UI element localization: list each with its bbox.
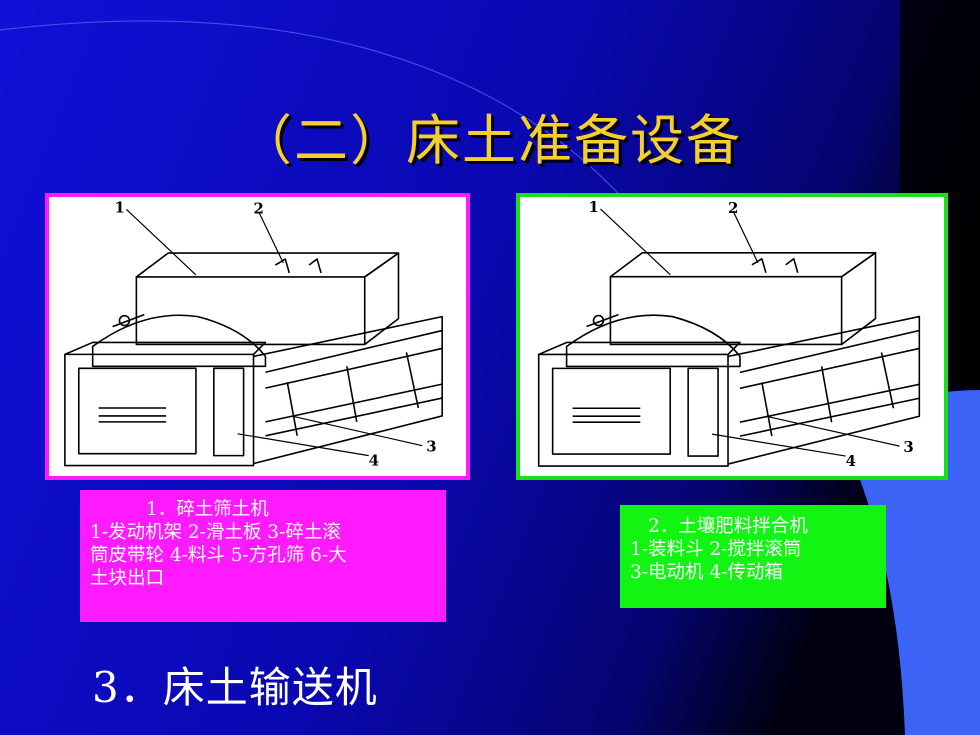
caption-line: 土块出口	[90, 568, 165, 589]
callout-1: 1	[115, 198, 125, 216]
callout-3: 3	[426, 438, 436, 456]
callout-2: 2	[728, 199, 738, 217]
slide-title: （二）床土准备设备	[238, 109, 742, 172]
caption-title: 1．碎土筛土机	[146, 499, 269, 520]
callout-4: 4	[846, 452, 856, 470]
callout-3: 3	[903, 438, 913, 456]
caption-line: 3-电动机 4-传动箱	[630, 562, 783, 583]
caption-line: 1-装料斗 2-搅拌滚筒	[630, 539, 802, 560]
mixer-machine-caption: 2．土壤肥料拌合机 1-装料斗 2-搅拌滚筒 3-电动机 4-传动箱	[620, 505, 886, 608]
sieve-machine-caption: 1．碎土筛土机 1-发动机架 2-滑土板 3-碎土滚 筒皮带轮 4-料斗 5-方…	[80, 490, 446, 622]
callout-4: 4	[369, 452, 379, 470]
mixer-machine-drawing: 1 2 3 4	[537, 198, 921, 470]
sieve-machine-figure: 1 2 3 4	[45, 193, 470, 480]
caption-title: 2．土壤肥料拌合机	[648, 516, 808, 537]
mixer-machine-figure: 1 2 3 4	[516, 193, 948, 480]
caption-line: 1-发动机架 2-滑土板 3-碎土滚	[90, 522, 341, 543]
callout-2: 2	[254, 199, 264, 217]
caption-line: 筒皮带轮 4-料斗 5-方孔筛 6-大	[90, 545, 347, 566]
callout-1: 1	[589, 198, 599, 216]
section-subheading: 3．床土输送机	[92, 663, 378, 712]
sieve-machine-drawing: 1 2 3 4	[64, 198, 443, 470]
